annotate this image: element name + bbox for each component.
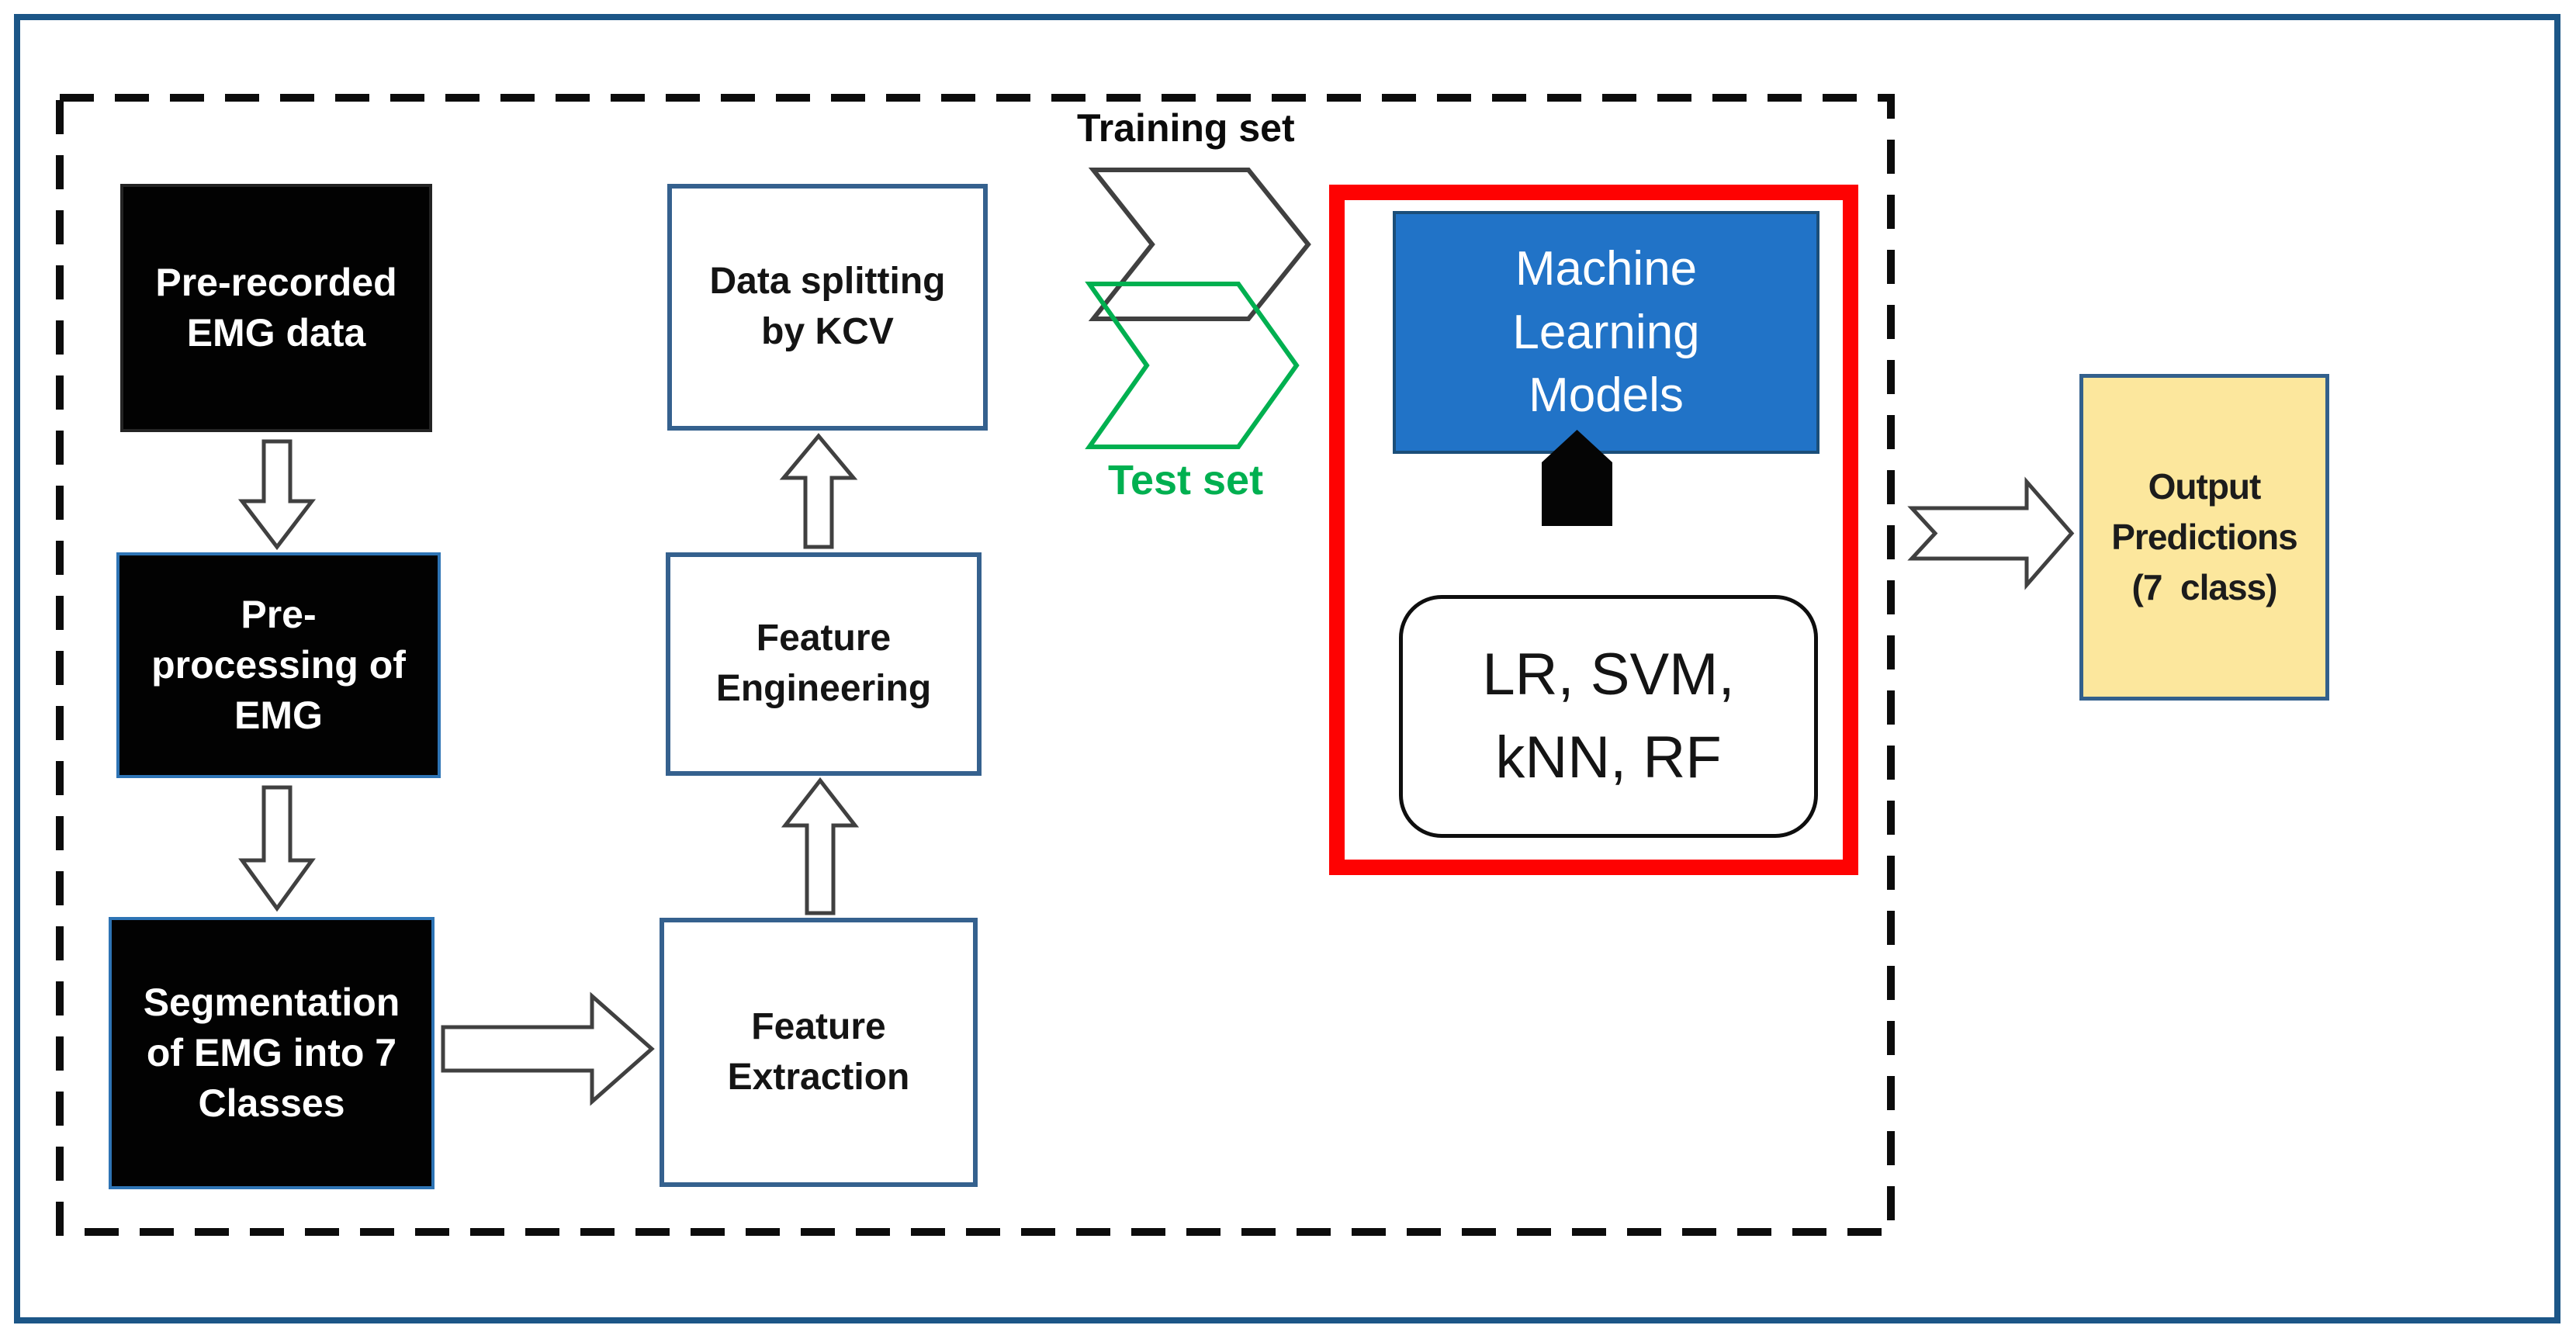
dashed-pipeline-frame: [56, 94, 1895, 1236]
test-set-chevron-icon: [1085, 282, 1300, 449]
down-arrow-icon: [238, 785, 316, 912]
output-right-arrow-icon: [1907, 476, 2075, 590]
box-label-line: of EMG into 7: [146, 1031, 397, 1074]
up-arrow-icon: [779, 433, 858, 549]
box-label-line: kNN, RF: [1495, 724, 1722, 791]
box-label-line: processing of: [151, 643, 406, 687]
box-label-line: Engineering: [715, 668, 932, 709]
box-label-line: Feature: [756, 618, 892, 659]
box-output-predictions: Output Predictions (7 class): [2079, 374, 2329, 701]
box-label-line: EMG: [234, 694, 323, 737]
box-label-line: Pre-recorded: [155, 261, 397, 304]
box-label-line: Predictions: [2111, 516, 2298, 557]
box-label-line: EMG data: [186, 311, 366, 355]
box-pre-recorded-emg-data: Pre-recorded EMG data: [120, 184, 432, 432]
box-label-line: Classes: [198, 1081, 345, 1125]
box-algorithms: LR, SVM, kNN, RF: [1399, 595, 1818, 838]
box-feature-engineering: Feature Engineering: [666, 552, 982, 776]
up-arrow-icon: [781, 777, 860, 915]
box-segmentation-of-emg: Segmentation of EMG into 7 Classes: [109, 917, 435, 1189]
test-set-label: Test set: [1108, 457, 1264, 503]
box-label-line: Pre-: [241, 593, 317, 636]
box-label-line: Learning: [1512, 305, 1700, 359]
training-set-label: Training set: [1077, 106, 1295, 150]
box-label-line: Machine: [1515, 241, 1698, 296]
box-machine-learning-models: Machine Learning Models: [1393, 211, 1819, 454]
box-label-line: LR, SVM,: [1482, 642, 1735, 708]
box-label-line: (7 class): [2131, 567, 2278, 608]
box-feature-extraction: Feature Extraction: [660, 918, 978, 1187]
box-label-line: Segmentation: [143, 981, 400, 1024]
right-arrow-icon: [441, 991, 655, 1106]
box-label-line: Output: [2148, 465, 2262, 507]
box-pre-processing-of-emg: Pre- processing of EMG: [116, 552, 441, 778]
box-label-line: Data splitting: [709, 261, 946, 303]
black-up-arrow-icon: [1542, 430, 1612, 526]
box-data-splitting-kcv: Data splitting by KCV: [667, 184, 988, 431]
box-label-line: by KCV: [761, 311, 894, 352]
down-arrow-icon: [237, 439, 317, 551]
box-label-line: Feature: [751, 1005, 886, 1047]
ml-highlight-frame: [1329, 185, 1858, 875]
box-label-line: Models: [1529, 368, 1684, 423]
box-label-line: Extraction: [727, 1056, 910, 1098]
